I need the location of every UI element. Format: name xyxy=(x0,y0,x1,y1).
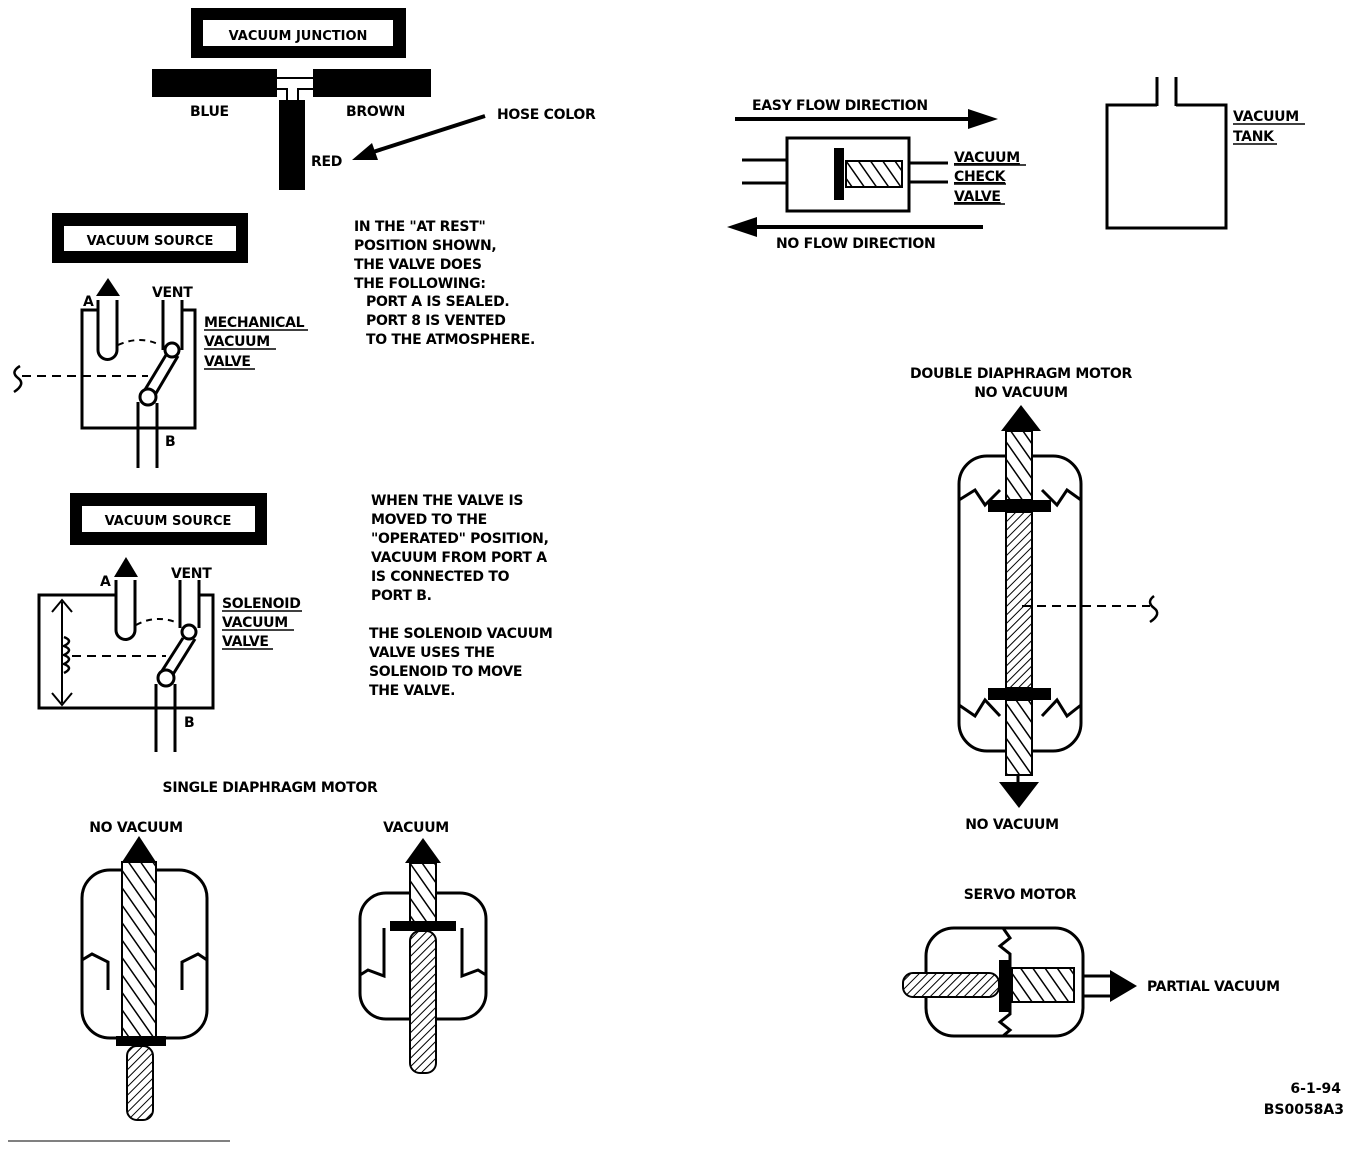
sol-note: WHEN THE VALVE IS MOVED TO THE "OPERATED… xyxy=(369,493,553,699)
vacuum-junction-title: VACUUM JUNCTION xyxy=(229,29,368,44)
mech-note-line-5: PORT A IS SEALED. xyxy=(366,294,509,310)
single-right-arrow xyxy=(405,838,441,863)
single-right-rod xyxy=(409,930,437,1074)
blue-label: BLUE xyxy=(190,104,229,120)
double-top-arrow xyxy=(1001,405,1041,431)
vacuum-tank-body xyxy=(1105,103,1228,230)
check-valve-label-3: VALVE xyxy=(954,189,1001,205)
single-diaphragm-group: SINGLE DIAPHRAGM MOTOR NO VACUUM VACUUM xyxy=(80,780,488,1121)
double-diaphragm-title: DOUBLE DIAPHRAGM MOTOR xyxy=(910,366,1132,382)
blue-hose xyxy=(152,69,277,97)
mech-note-line-7: TO THE ATMOSPHERE. xyxy=(366,332,535,348)
sol-label-1: SOLENOID xyxy=(222,596,301,612)
mech-label-3: VALVE xyxy=(204,354,251,370)
mech-note-line-2: POSITION SHOWN, xyxy=(354,238,496,254)
sol-label-3: VALVE xyxy=(222,634,269,650)
mech-note-line-6: PORT 8 IS VENTED xyxy=(366,313,506,329)
check-valve-spring xyxy=(845,160,903,188)
no-flow-label: NO FLOW DIRECTION xyxy=(776,236,935,252)
double-diaphragm-group: DOUBLE DIAPHRAGM MOTOR NO VACUUM NO VACU… xyxy=(910,366,1159,833)
sol-vent-label: VENT xyxy=(171,566,212,582)
single-left-rod xyxy=(126,1045,154,1121)
hose-color-label: HOSE COLOR xyxy=(497,107,596,123)
vacuum-tank-label-1: VACUUM xyxy=(1233,109,1299,125)
red-label: RED xyxy=(311,154,342,170)
sol-note-line-10: THE VALVE. xyxy=(369,683,455,699)
single-left-label: NO VACUUM xyxy=(89,820,182,836)
solenoid-coil xyxy=(60,635,71,675)
double-rod xyxy=(1005,511,1033,689)
footer-code-1: 6-1-94 xyxy=(1290,1081,1341,1097)
mech-note: IN THE "AT REST" POSITION SHOWN, THE VAL… xyxy=(354,219,535,348)
mech-port-b-label: B xyxy=(165,434,175,450)
single-left-spring xyxy=(121,861,157,1038)
sol-note-line-4: VACUUM FROM PORT A xyxy=(371,550,547,566)
single-right-spring xyxy=(409,862,437,924)
easy-flow-arrow-head xyxy=(968,109,998,129)
check-valve-label-1: VACUUM xyxy=(954,150,1020,166)
sol-note-line-7: THE SOLENOID VACUUM xyxy=(369,626,552,642)
mechanical-valve-group: VACUUM SOURCE A VENT B MECHANICAL VACUUM… xyxy=(13,213,535,468)
hose-color-arrow-shaft xyxy=(369,114,486,155)
double-top-spring xyxy=(1005,430,1033,501)
mech-vent-label: VENT xyxy=(152,285,193,301)
red-hose xyxy=(279,100,305,190)
mech-port-a-label: A xyxy=(83,294,94,310)
mech-label-2: VACUUM xyxy=(204,334,270,350)
double-diaphragm-bottom-label: NO VACUUM xyxy=(965,817,1058,833)
check-valve-group: EASY FLOW DIRECTION VACUUM CHECK VALVE N… xyxy=(727,98,1026,252)
sol-label-2: VACUUM xyxy=(222,615,288,631)
servo-arrow xyxy=(1110,970,1137,1002)
servo-partial-label: PARTIAL VACUUM xyxy=(1147,979,1280,995)
servo-rod xyxy=(902,972,1000,998)
easy-flow-label: EASY FLOW DIRECTION xyxy=(752,98,928,114)
mech-note-line-3: THE VALVE DOES xyxy=(354,257,482,273)
single-left-arrow xyxy=(122,836,156,862)
sol-note-line-3: "OPERATED" POSITION, xyxy=(371,531,549,547)
no-flow-arrow-head xyxy=(727,217,757,237)
sol-valve-body xyxy=(37,593,215,710)
hose-color-arrow-head xyxy=(352,143,378,160)
vacuum-junction-group: VACUUM JUNCTION BLUE BROWN RED HOSE COLO… xyxy=(152,8,596,190)
sol-port-a-arrow xyxy=(114,557,138,577)
single-right-label: VACUUM xyxy=(383,820,449,836)
check-valve-label-2: CHECK xyxy=(954,169,1007,185)
mech-port-a-arrow xyxy=(96,278,120,296)
double-bottom-arrow xyxy=(999,782,1039,808)
servo-motor-group: SERVO MOTOR PARTIAL VACUUM xyxy=(902,887,1280,1038)
vacuum-tank-label-2: TANK xyxy=(1233,129,1275,145)
solenoid-valve-group: VACUUM SOURCE A VENT B SOLENOID VACUUM V… xyxy=(37,493,553,752)
double-bottom-spring xyxy=(1005,699,1033,776)
t-connector xyxy=(277,77,313,100)
sol-note-line-1: WHEN THE VALVE IS xyxy=(371,493,523,509)
sol-note-line-5: IS CONNECTED TO xyxy=(371,569,510,585)
vacuum-source-label-2: VACUUM SOURCE xyxy=(105,514,232,529)
vacuum-source-label-1: VACUUM SOURCE xyxy=(87,234,214,249)
mech-note-line-1: IN THE "AT REST" xyxy=(354,219,485,235)
sol-note-line-2: MOVED TO THE xyxy=(371,512,487,528)
sol-port-a-label: A xyxy=(100,574,111,590)
footer-code-2: BS0058A3 xyxy=(1264,1102,1344,1118)
brown-label: BROWN xyxy=(346,104,405,120)
sol-note-line-8: VALVE USES THE xyxy=(369,645,495,661)
servo-motor-title: SERVO MOTOR xyxy=(964,887,1077,903)
double-diaphragm-top-label: NO VACUUM xyxy=(974,385,1067,401)
servo-spring xyxy=(1011,967,1075,1003)
mech-note-line-4: THE FOLLOWING: xyxy=(354,276,486,292)
single-diaphragm-title: SINGLE DIAPHRAGM MOTOR xyxy=(163,780,378,796)
sol-note-line-9: SOLENOID TO MOVE xyxy=(369,664,522,680)
mech-label-1: MECHANICAL xyxy=(204,315,305,331)
brown-hose xyxy=(313,69,431,97)
sol-note-line-6: PORT B. xyxy=(371,588,432,604)
check-valve-disc xyxy=(834,148,844,200)
vacuum-tank-group: VACUUM TANK xyxy=(1105,77,1305,230)
sol-port-b-label: B xyxy=(184,715,194,731)
